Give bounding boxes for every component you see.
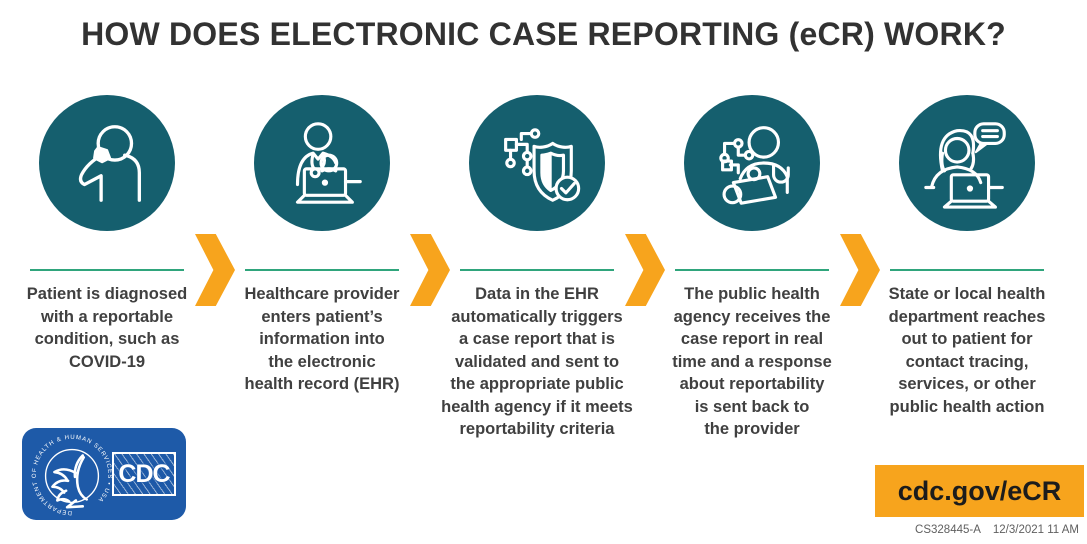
step-4-text: The public health agency receives the ca… [672, 285, 832, 438]
step-1-divider [30, 269, 184, 271]
cdc-logo-text: CDC [118, 459, 170, 488]
shield-check-circuit-icon [504, 128, 581, 202]
step-1-patient-diagnosed: Patient is diagnosed with a reportable c… [0, 95, 215, 373]
step-3-text: Data in the EHR automatically triggers a… [441, 285, 633, 438]
step-2-provider-enters-ehr: Healthcare provider enters patient’s inf… [214, 95, 430, 396]
step-1-text: Patient is diagnosed with a reportable c… [26, 285, 188, 371]
page-title: HOW DOES ELECTRONIC CASE REPORTING (eCR)… [81, 16, 1006, 52]
step-3-divider [460, 269, 614, 271]
coughing-patient-icon [78, 125, 142, 202]
cdc-logo-box: CDC [112, 452, 176, 496]
document-timestamp: 12/3/2021 11 AM [992, 524, 1079, 536]
step-3-icon-circle [469, 95, 605, 231]
step-2-icon-circle [254, 95, 390, 231]
step-4-divider [675, 269, 829, 271]
provider-at-laptop-icon [295, 122, 362, 204]
step-2-divider [245, 269, 399, 271]
document-id: CS328445-A [915, 524, 981, 536]
step-5-health-dept-outreach: State or local health department reaches… [859, 95, 1075, 418]
cdc-gov-ecr-link[interactable]: cdc.gov/eCR [875, 465, 1084, 517]
step-5-text: State or local health department reaches… [888, 285, 1046, 416]
public-health-agency-worker-icon [719, 126, 790, 205]
hhs-eagle-seal-icon: DEPARTMENT OF HEALTH & HUMAN SERVICES • … [32, 435, 112, 516]
step-5-icon-circle [899, 95, 1035, 231]
hhs-cdc-logo[interactable]: DEPARTMENT OF HEALTH & HUMAN SERVICES • … [22, 428, 186, 520]
step-4-icon-circle [684, 95, 820, 231]
health-department-outreach-icon [924, 122, 1006, 209]
document-footnote: CS328445-A 12/3/2021 11 AM [915, 524, 1079, 536]
step-5-divider [890, 269, 1044, 271]
step-2-text: Healthcare provider enters patient’s inf… [244, 285, 400, 393]
step-1-icon-circle [39, 95, 175, 231]
cdc-gov-ecr-label: cdc.gov/eCR [897, 475, 1062, 506]
step-3-ehr-triggers-report: Data in the EHR automatically triggers a… [429, 95, 645, 441]
step-4-agency-receives-report: The public health agency receives the ca… [644, 95, 860, 441]
